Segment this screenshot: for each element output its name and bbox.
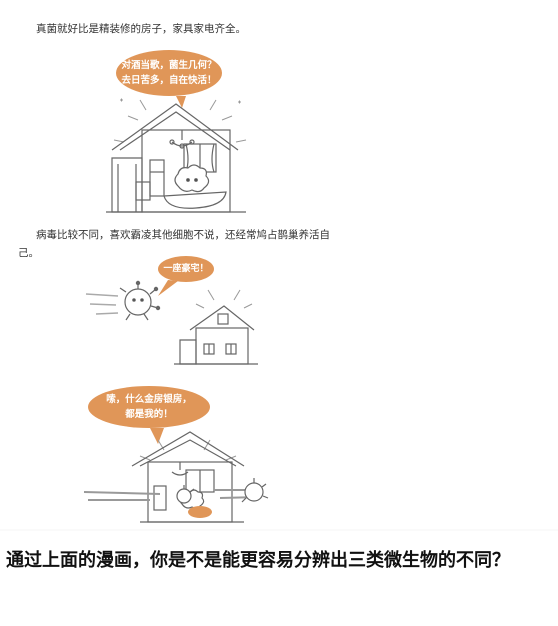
speech-bubble-fungus: 对酒当歌，菌生几何？ 去日苦多，自在快活！ xyxy=(116,50,222,96)
bubble-line: 一座豪宅！ xyxy=(163,263,209,274)
bubble-line: 都是我的！ xyxy=(125,409,173,420)
bubble-line: 嗦，什么金房银房， xyxy=(106,394,192,405)
summary-heading: 通过上面的漫画，你是不是能更容易分辨出三类微生物的不同？ xyxy=(6,550,510,571)
speech-bubble-virus-takeover: 嗦，什么金房银房， 都是我的！ xyxy=(88,386,210,428)
bubble-line: 对酒当歌，菌生几何？ xyxy=(121,60,217,71)
fungus-house-illustration xyxy=(106,96,247,213)
paragraph-virus: 病毒比较不同，喜欢霸凌其他细胞不说，还经常鸠占鹊巢养活自己。 xyxy=(18,229,330,259)
speech-bubble-virus-arrive: 一座豪宅！ xyxy=(158,256,214,282)
virus-takeover-illustration xyxy=(0,428,558,531)
bubble-line: 去日苦多，自在快活！ xyxy=(121,75,217,86)
virus-arrives-illustration xyxy=(85,280,258,365)
paragraph-fungus: 真菌就好比是精装修的房子，家具家电齐全。 xyxy=(36,23,246,35)
